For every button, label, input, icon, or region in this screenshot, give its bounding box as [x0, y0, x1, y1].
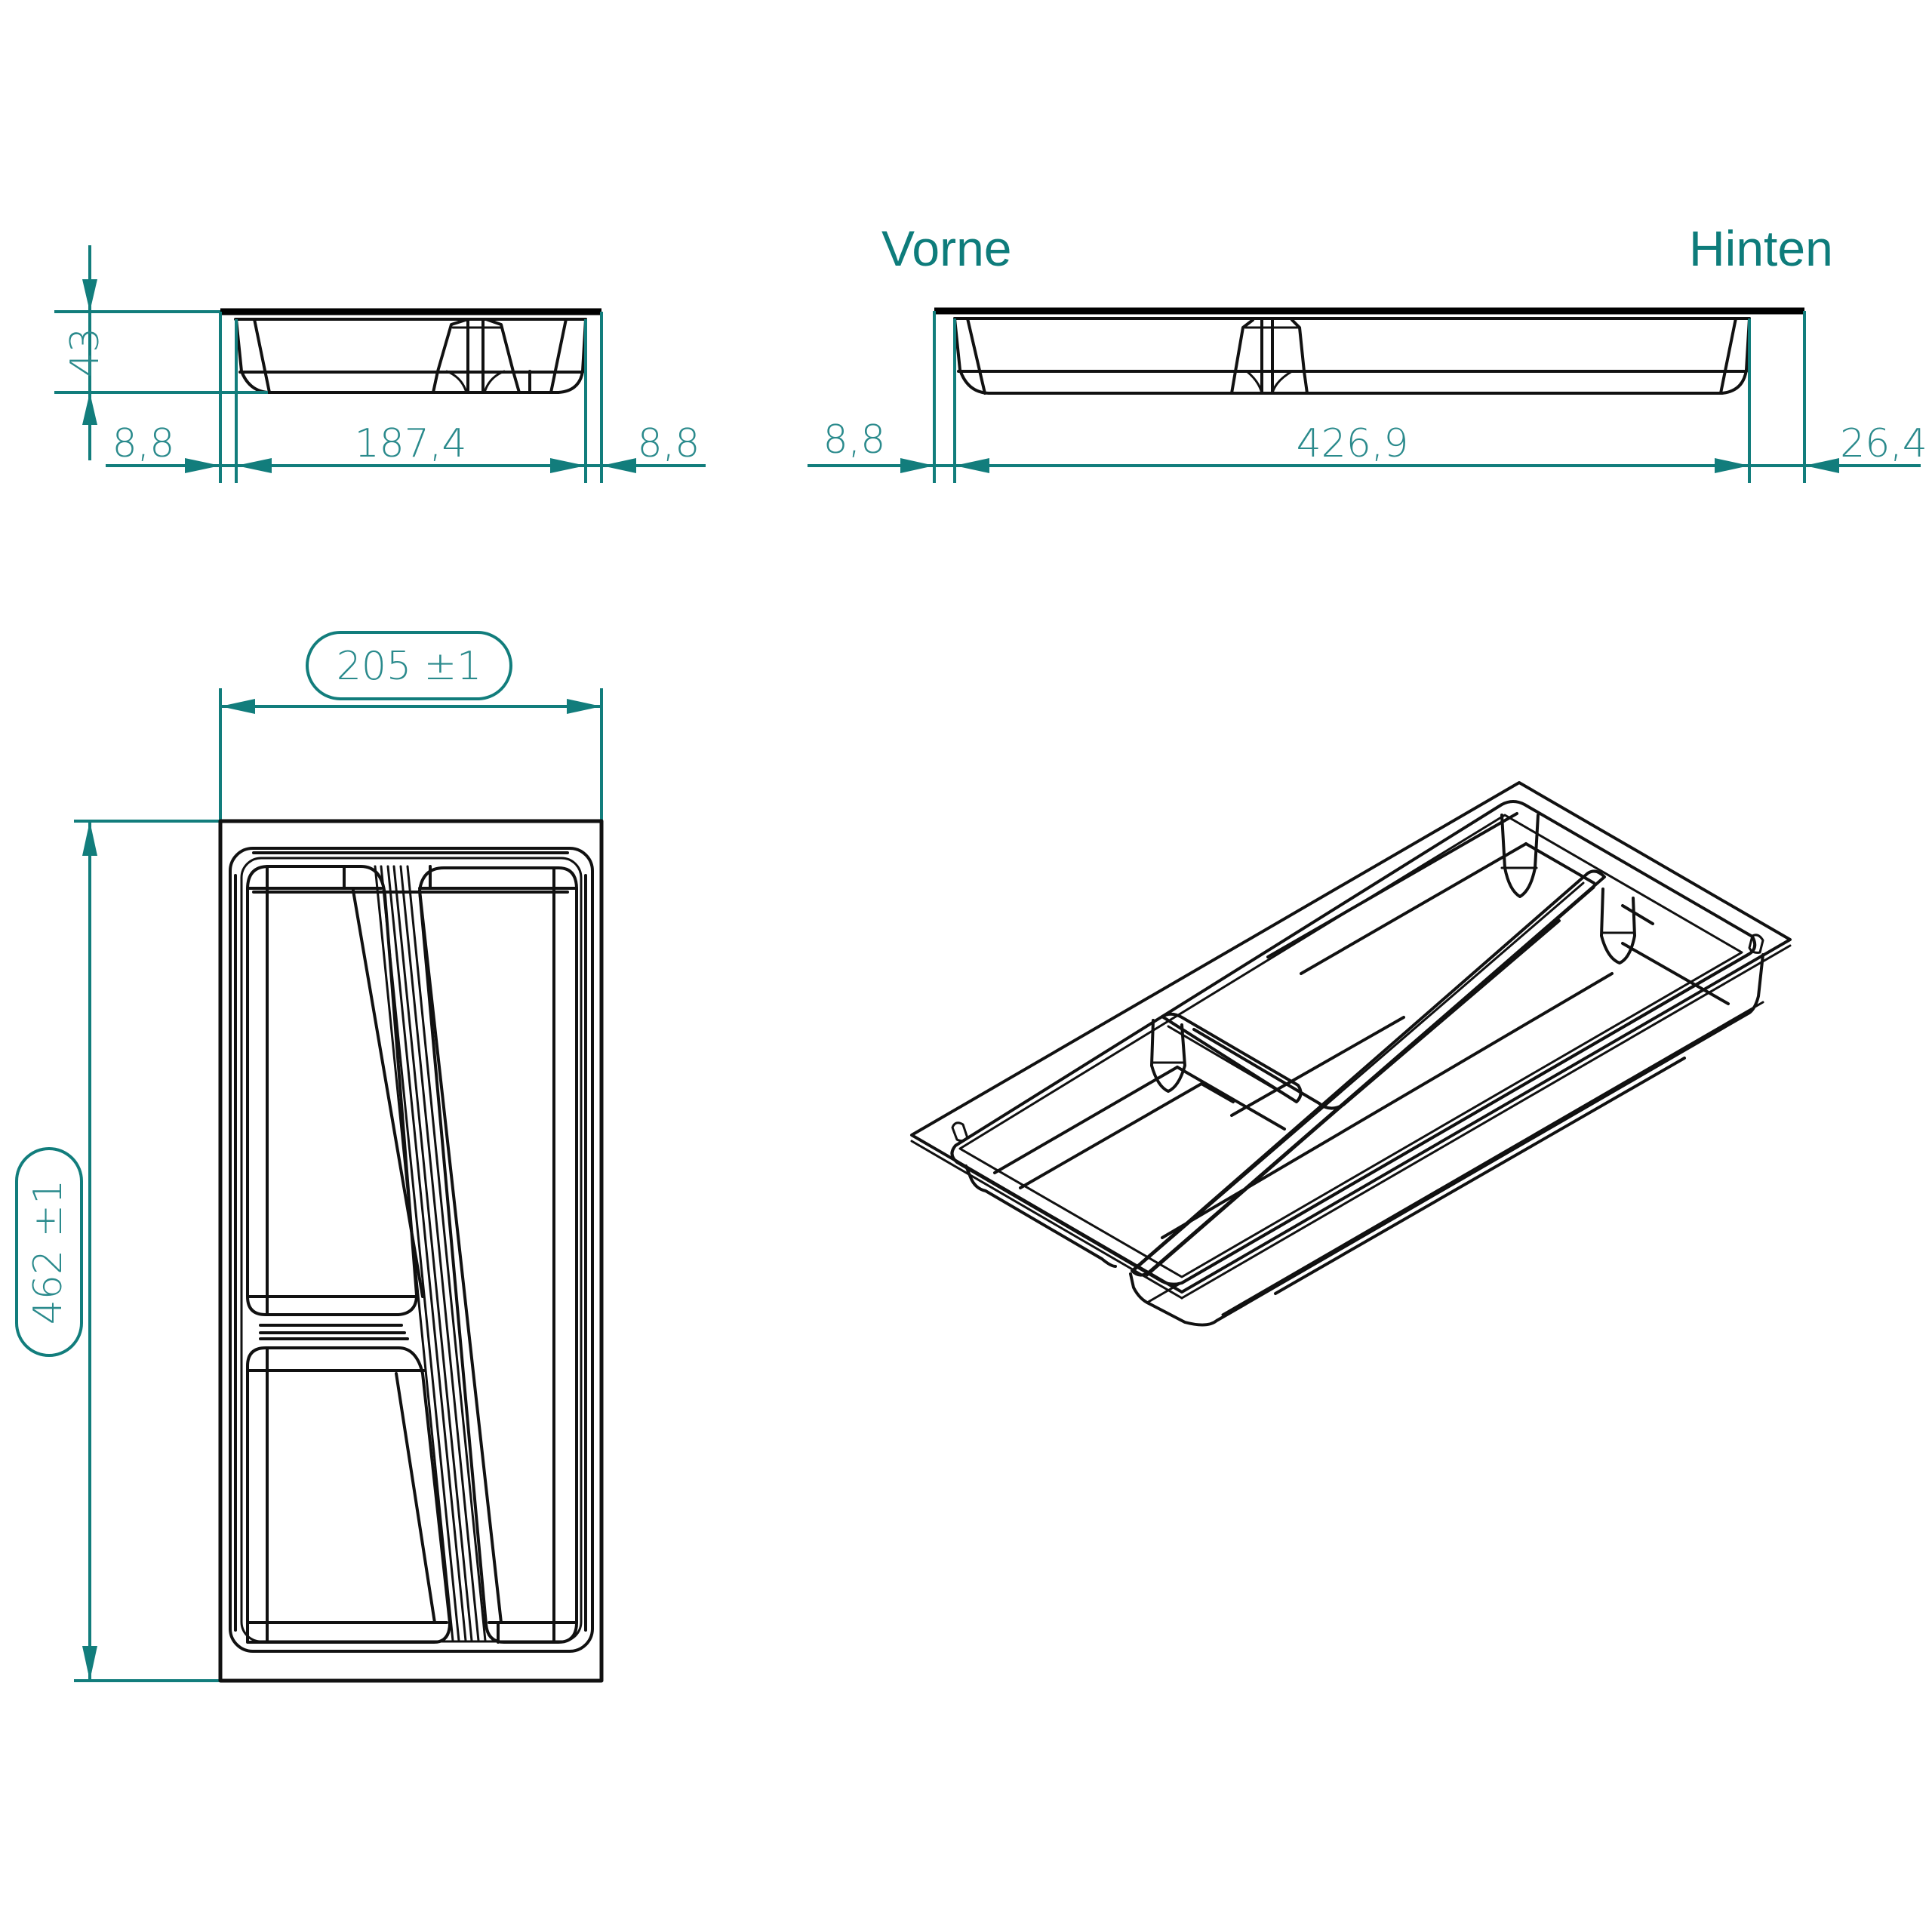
front-flange-label: 8,8	[823, 417, 886, 463]
inner-length-label: 426,9	[1297, 421, 1409, 466]
width-tolerance-pill	[306, 631, 512, 700]
left-flange-label: 8,8	[112, 421, 175, 466]
side-view-length: Vorne Hinten 8,8 426,9 26,4	[808, 220, 1927, 483]
top-view: 205 ±1 462 ±1	[15, 631, 604, 1683]
right-flange-label: 8,8	[638, 421, 700, 466]
isometric-view	[910, 781, 1792, 1327]
side-view-width: 43 8,8 187,4 8,8	[54, 245, 706, 483]
height-dimension-label: 43	[63, 328, 108, 377]
back-heading: Hinten	[1689, 220, 1833, 276]
front-heading: Vorne	[881, 220, 1011, 276]
inner-width-label: 187,4	[355, 421, 467, 466]
overall-length-label: 462 ±1	[26, 1180, 71, 1324]
length-tolerance-pill	[15, 1147, 83, 1357]
overall-width-label: 205 ±1	[337, 644, 481, 689]
back-flange-label: 26,4	[1840, 421, 1927, 466]
